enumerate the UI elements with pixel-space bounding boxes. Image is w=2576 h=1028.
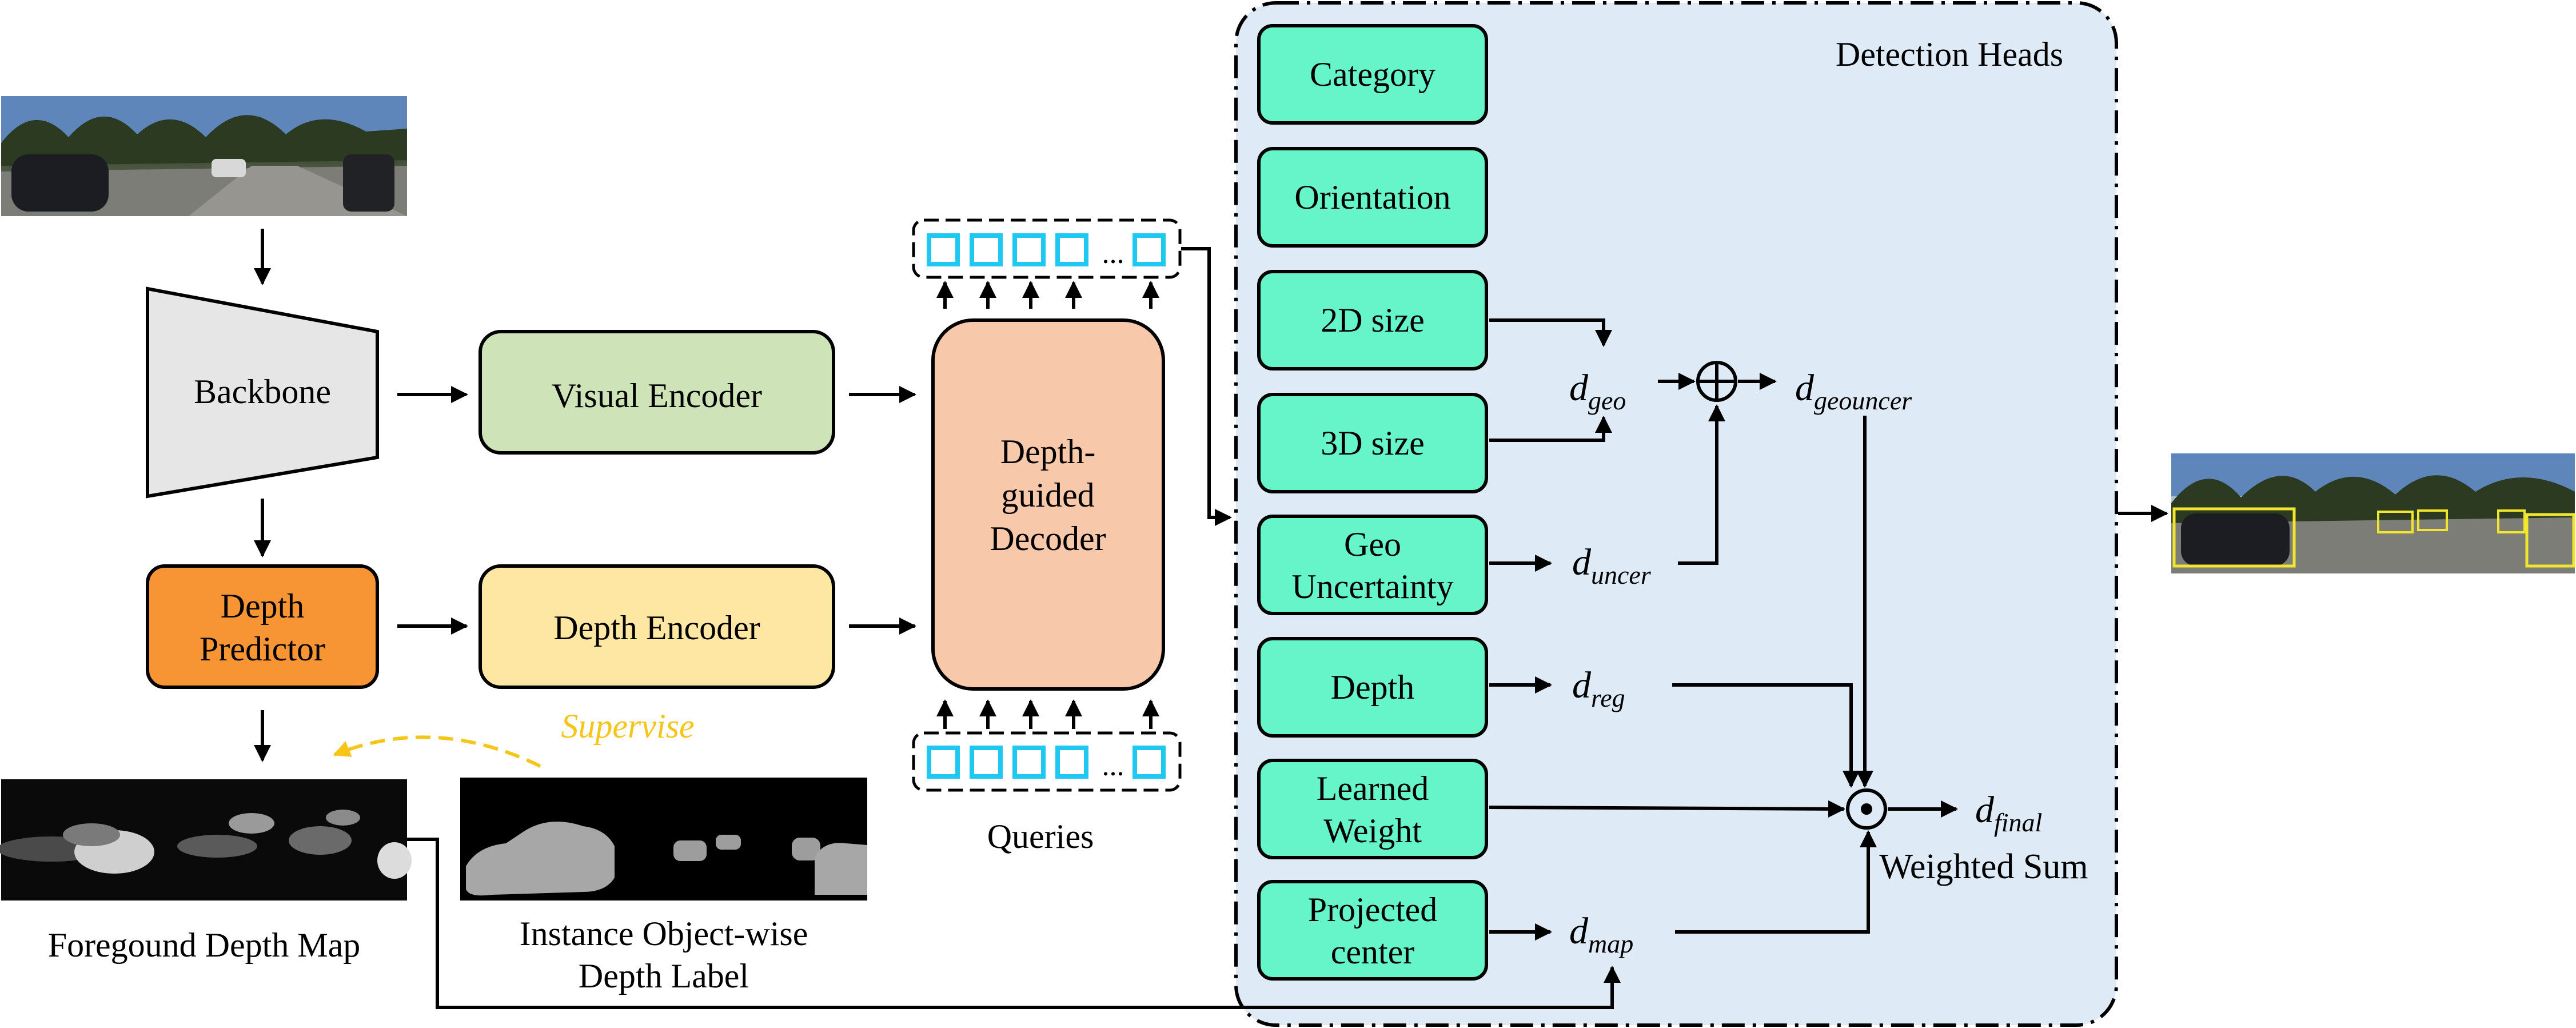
- d-geouncer-label: dgeouncer: [1795, 367, 1912, 415]
- head-orientation-label: Orientation: [1294, 178, 1450, 216]
- head-geo-uncertainty: Geo Uncertainty: [1257, 515, 1488, 615]
- head-projected-center-label-1: Projected: [1308, 891, 1438, 929]
- instance-depth-caption-1: Instance Object-wise: [520, 915, 808, 953]
- weighted-product-operator: [1846, 788, 1887, 830]
- decoder-label-2: guided: [1001, 476, 1094, 514]
- foreground-depth-map: [0, 779, 412, 901]
- decoder-label-3: Decoder: [990, 520, 1106, 557]
- queries-label: Queries: [987, 818, 1094, 855]
- connectors: [254, 229, 2168, 1009]
- supervise-arrow: [333, 735, 541, 768]
- head-learned-weight: Learned Weight: [1257, 759, 1488, 859]
- query-ellipsis-top: ...: [1102, 237, 1124, 270]
- head-projected-center-label-2: center: [1331, 933, 1415, 971]
- input-image: [1, 96, 407, 216]
- query-row-bottom: ...: [912, 731, 1182, 792]
- backbone-block: Backbone: [146, 286, 379, 499]
- output-image: [2171, 453, 2575, 573]
- detection-heads-title: Detection Heads: [1836, 35, 2063, 73]
- head-category: Category: [1257, 24, 1488, 125]
- head-learned-weight-label-2: Weight: [1323, 812, 1422, 850]
- depth-guided-decoder-block: Depth- guided Decoder: [931, 318, 1165, 691]
- head-learned-weight-label-1: Learned: [1317, 770, 1429, 807]
- head-3d-size: 3D size: [1257, 393, 1488, 493]
- sum-operator: [1696, 361, 1737, 402]
- head-geo-uncertainty-label-1: Geo: [1344, 525, 1401, 563]
- depth-encoder-block: Depth Encoder: [478, 564, 835, 689]
- depth-predictor-block: Depth Predictor: [146, 564, 379, 689]
- head-geo-uncertainty-label-2: Uncertainty: [1291, 568, 1453, 605]
- supervise-label: Supervise: [561, 707, 694, 745]
- d-final-label: dfinal: [1975, 789, 2042, 837]
- backbone-label: Backbone: [194, 373, 331, 411]
- decoder-label-1: Depth-: [1000, 433, 1096, 471]
- query-ellipsis-bottom: ...: [1102, 750, 1124, 782]
- head-category-label: Category: [1310, 55, 1435, 93]
- head-depth-label: Depth: [1331, 668, 1415, 706]
- head-orientation: Orientation: [1257, 147, 1488, 248]
- depth-predictor-label-2: Predictor: [200, 630, 325, 668]
- instance-depth-caption-2: Depth Label: [579, 957, 749, 995]
- d-map-label: dmap: [1569, 910, 1633, 958]
- query-row-top: ...: [912, 218, 1182, 279]
- d-uncer-label: duncer: [1572, 541, 1652, 589]
- foreground-depth-caption: Foregound Depth Map: [48, 926, 361, 964]
- visual-encoder-block: Visual Encoder: [478, 330, 835, 455]
- depth-predictor-label-1: Depth: [221, 587, 305, 625]
- d-reg-label: dreg: [1572, 664, 1625, 712]
- visual-encoder-label: Visual Encoder: [552, 377, 762, 415]
- head-depth: Depth: [1257, 637, 1488, 738]
- head-projected-center: Projected center: [1257, 880, 1488, 981]
- depth-encoder-label: Depth Encoder: [553, 609, 760, 647]
- d-geo-label: dgeo: [1569, 367, 1626, 415]
- head-2d-size: 2D size: [1257, 270, 1488, 370]
- weighted-sum-label: Weighted Sum: [1879, 847, 2088, 886]
- head-2d-size-label: 2D size: [1321, 301, 1425, 339]
- instance-depth-label-image: [460, 778, 867, 901]
- head-3d-size-label: 3D size: [1321, 424, 1425, 462]
